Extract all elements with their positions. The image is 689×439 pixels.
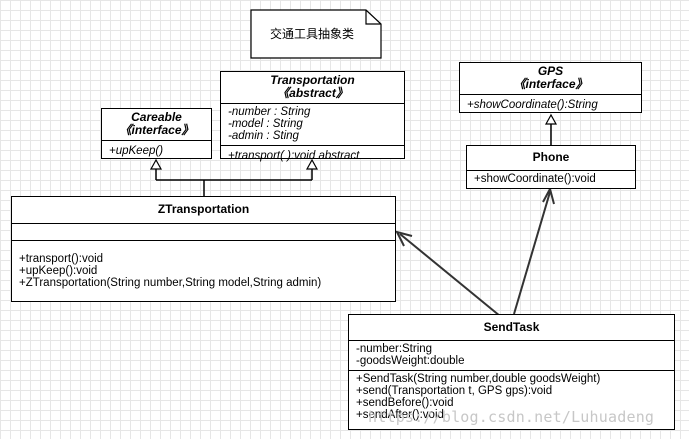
class-sendtask[interactable]: SendTask -number:String -goodsWeight:dou… <box>348 314 675 430</box>
methods-section: +SendTask(String number,double goodsWeig… <box>349 370 674 424</box>
attributes-section: -number : String -model : String -admin … <box>221 103 404 145</box>
class-stereotype: 《abstract》 <box>277 86 348 100</box>
association-line-sendtask-phone <box>513 191 551 315</box>
class-header: GPS 《interface》 <box>460 63 641 94</box>
class-header: ZTransportation <box>12 197 395 223</box>
class-header: Transportation 《abstract》 <box>221 72 404 103</box>
class-gps[interactable]: GPS 《interface》 +showCoordinate():String <box>459 62 642 113</box>
attribute: -admin : Sting <box>228 130 299 142</box>
watermark-text: https://blog.csdn.net/Luhuadeng <box>368 408 655 426</box>
class-transportation[interactable]: Transportation 《abstract》 -number : Stri… <box>220 71 405 162</box>
attributes-section: -number:String -goodsWeight:double <box>349 340 674 370</box>
method: +SendTask(String number,double goodsWeig… <box>356 373 601 385</box>
class-name: Phone <box>532 150 570 164</box>
class-phone[interactable]: Phone +showCoordinate():void <box>466 145 636 189</box>
note-abstract-transport: 交通工具抽象类 <box>250 9 383 59</box>
methods-section: +upKeep() <box>102 140 211 160</box>
class-name: Transportation <box>270 73 355 87</box>
association-arrowhead-ztransportation <box>395 230 413 247</box>
methods-section: +transport():void +upKeep():void +ZTrans… <box>12 240 395 292</box>
attribute: -model : String <box>228 118 303 130</box>
method: +transport( ):void abstract <box>228 150 360 162</box>
attributes-section <box>12 223 395 240</box>
attribute: -goodsWeight:double <box>356 355 465 367</box>
inheritance-arrowhead-transportation <box>305 158 319 170</box>
method: +upKeep():void <box>19 265 98 277</box>
method: +sendAfter():void <box>356 409 444 421</box>
realization-arrowhead-gps <box>544 113 558 125</box>
class-header: Phone <box>467 146 635 170</box>
method: +ZTransportation(String number,String mo… <box>19 277 322 289</box>
method: +send(Transportation t, GPS gps):void <box>356 385 553 397</box>
class-name: SendTask <box>483 320 540 334</box>
association-line-sendtask-ztransportation <box>399 233 501 317</box>
class-name: ZTransportation <box>157 202 250 216</box>
inheritance-connector <box>155 168 313 196</box>
attribute: -number : String <box>228 106 311 118</box>
method: +showCoordinate():void <box>474 173 596 185</box>
class-careable[interactable]: Careable 《interface》 +upKeep() <box>101 108 212 159</box>
methods-section: +showCoordinate():void <box>467 170 635 188</box>
methods-section: +transport( ):void abstract <box>221 145 404 165</box>
method: +sendBefore():void <box>356 397 454 409</box>
method: +transport():void <box>19 253 104 265</box>
methods-section: +showCoordinate():String <box>460 94 641 114</box>
attribute: -number:String <box>356 343 433 355</box>
association-arrowhead-phone <box>542 186 555 205</box>
note-shape <box>250 9 382 59</box>
class-name: Careable <box>131 110 182 124</box>
inheritance-arrowhead-careable <box>149 158 163 170</box>
class-name: GPS <box>537 64 564 78</box>
class-stereotype: 《interface》 <box>119 123 194 137</box>
method: +upKeep() <box>109 145 164 157</box>
method: +showCoordinate():String <box>467 99 598 111</box>
class-header: SendTask <box>349 315 674 340</box>
class-stereotype: 《interface》 <box>513 77 588 91</box>
class-ztransportation[interactable]: ZTransportation +transport():void +upKee… <box>11 196 396 302</box>
note-text: 交通工具抽象类 <box>269 27 354 41</box>
class-header: Careable 《interface》 <box>102 109 211 140</box>
